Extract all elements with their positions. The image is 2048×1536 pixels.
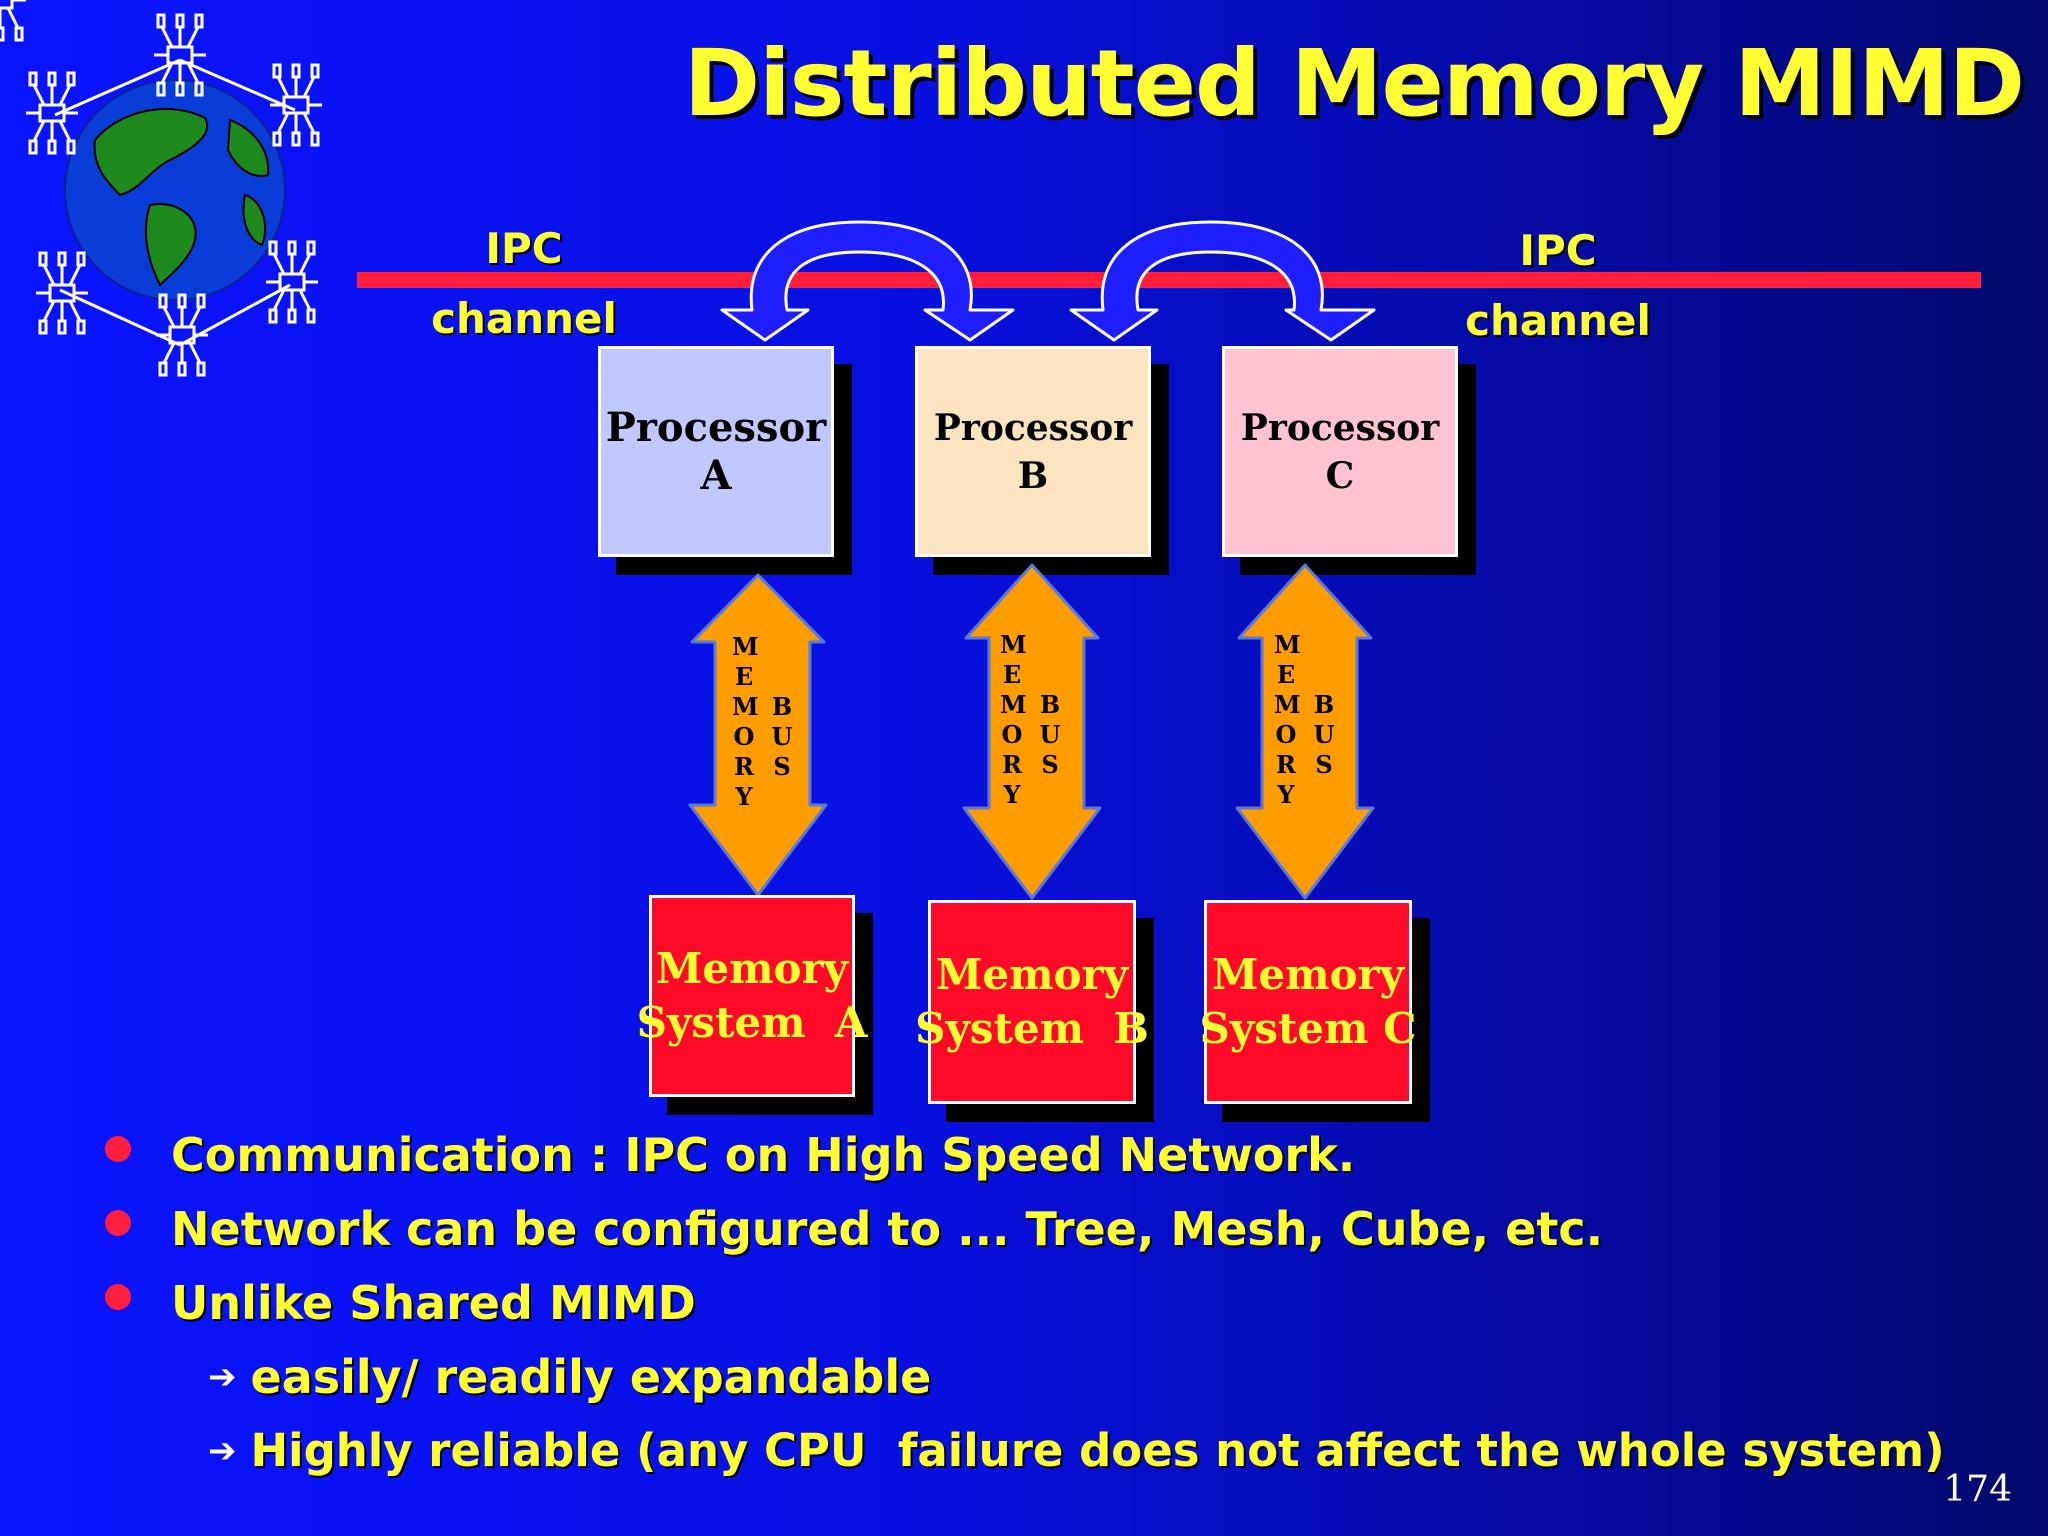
ipc-label-left: IPC channel (428, 214, 620, 354)
sub-bullet-item: ➔ Highly reliable (any CPU failure does … (208, 1424, 1945, 1477)
bus-letter: Y (735, 782, 753, 811)
right-arrow-icon: ➔ (208, 1430, 237, 1471)
ipc-label-left-line1: IPC (485, 224, 563, 273)
bullet-dot (105, 1284, 131, 1310)
bus-letter: S (773, 752, 791, 781)
bus-letter: U (771, 722, 793, 751)
bus-letter: M (732, 692, 759, 721)
bus-letter: M (1000, 690, 1027, 719)
ipc-arrow-a-b (720, 220, 1015, 342)
page-number: 174 (1943, 1469, 2012, 1510)
memory-b-line1: Memory (935, 950, 1129, 999)
bullet-item: Unlike Shared MIMD (105, 1276, 696, 1330)
memory-a-line1: Memory (655, 944, 849, 993)
bus-letter: M (1274, 690, 1301, 719)
bus-letter: E (1002, 660, 1022, 689)
bus-letter: R (1276, 750, 1296, 779)
bus-letter: E (1276, 660, 1296, 689)
bus-letter: S (1315, 750, 1333, 779)
bus-letter: O (1275, 720, 1297, 749)
sub-bullet-text: Highly reliable (any CPU failure does no… (250, 1424, 1945, 1477)
ipc-label-right: IPC channel (1462, 216, 1654, 356)
bus-letter: O (1001, 720, 1023, 749)
processor-b-line2: B (1017, 454, 1049, 497)
bus-letter: B (771, 692, 793, 721)
processor-c-line1: Processor (1240, 406, 1440, 449)
ipc-curved-arrows (720, 220, 1376, 342)
memory-bus-arrows (688, 563, 1375, 900)
bus-letter: U (1039, 720, 1061, 749)
slide-title: Distributed Memory MIMD (683, 30, 2025, 137)
memory-b-line2: System B (915, 1004, 1149, 1053)
ipc-label-right-line2: channel (1465, 296, 1651, 345)
bus-letter: E (734, 662, 754, 691)
bus-letter: O (733, 722, 755, 751)
ipc-arrow-b-c (1069, 220, 1376, 342)
bullet-item: Communication : IPC on High Speed Networ… (105, 1128, 1355, 1182)
bus-letter: Y (1277, 780, 1295, 809)
processor-b-line1: Processor (933, 406, 1133, 449)
bus-letter: R (734, 752, 754, 781)
processor-a-line2: A (700, 451, 732, 499)
bullet-text: Communication : IPC on High Speed Networ… (171, 1128, 1356, 1182)
bus-letter: M (1000, 630, 1027, 659)
bus-letter: R (1002, 750, 1022, 779)
ipc-label-right-line1: IPC (1519, 226, 1597, 275)
memory-c-line1: Memory (1211, 950, 1405, 999)
globe-network-logo (0, 0, 324, 377)
bullet-dot (105, 1210, 131, 1236)
bullet-item: Network can be configured to ... Tree, M… (105, 1202, 1603, 1256)
bullet-text: Unlike Shared MIMD (171, 1276, 696, 1330)
sub-bullet-item: ➔ easily/ readily expandable (208, 1350, 931, 1404)
memory-c-line2: System C (1199, 1004, 1417, 1053)
bullet-dot (105, 1136, 131, 1162)
sub-bullet-text: easily/ readily expandable (250, 1350, 932, 1404)
bus-letter: B (1313, 690, 1335, 719)
bus-letter: M (1274, 630, 1301, 659)
bus-letter: S (1041, 750, 1059, 779)
bus-letter: U (1313, 720, 1335, 749)
memory-bus-arrow-c (1235, 563, 1375, 900)
bullet-text: Network can be configured to ... Tree, M… (171, 1202, 1604, 1256)
bus-letter: Y (1003, 780, 1021, 809)
memory-a-line2: System A (636, 998, 868, 1047)
bus-letter: B (1039, 690, 1061, 719)
processor-a-line1: Processor (605, 403, 827, 451)
memory-bus-arrow-b (962, 563, 1102, 900)
ipc-label-left-line2: channel (431, 294, 617, 343)
bus-letter: M (732, 632, 759, 661)
processor-c-line2: C (1325, 454, 1355, 497)
right-arrow-icon: ➔ (208, 1357, 237, 1397)
